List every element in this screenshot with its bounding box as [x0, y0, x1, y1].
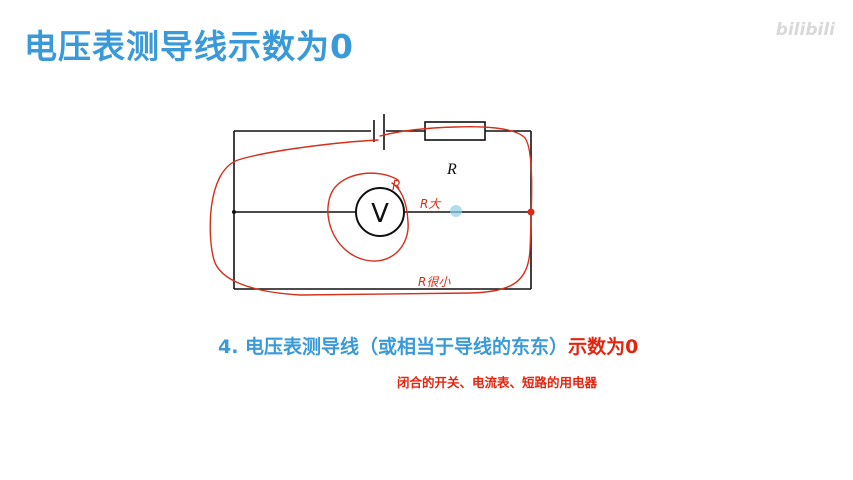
battery-symbol	[373, 114, 385, 150]
cursor-highlight	[450, 205, 462, 217]
key-point: 4. 电压表测导线（或相当于导线的东东）示数为0	[218, 332, 638, 359]
annotation-circle-label: R	[392, 179, 401, 194]
key-point-examples: 闭合的开关、电流表、短路的用电器	[397, 375, 598, 390]
resistor-label: R	[446, 161, 457, 178]
voltmeter-label: V	[371, 199, 389, 229]
current-loop-stroke	[209, 126, 533, 296]
resistor-symbol	[424, 121, 486, 141]
bilibili-watermark: bilibili	[775, 20, 835, 40]
pen-annotations	[209, 126, 533, 296]
annotation-branch-label: R大	[420, 197, 441, 211]
slide-title: 电压表测导线示数为0	[24, 27, 354, 66]
key-point-highlight: 示数为0	[568, 336, 639, 358]
left-junction	[232, 210, 236, 214]
annotation-bottom-label: R很小	[418, 275, 451, 289]
key-point-main: 4. 电压表测导线（或相当于导线的东东）	[218, 336, 569, 358]
voltmeter-symbol	[355, 187, 405, 237]
voltmeter-circle-stroke	[327, 172, 409, 262]
